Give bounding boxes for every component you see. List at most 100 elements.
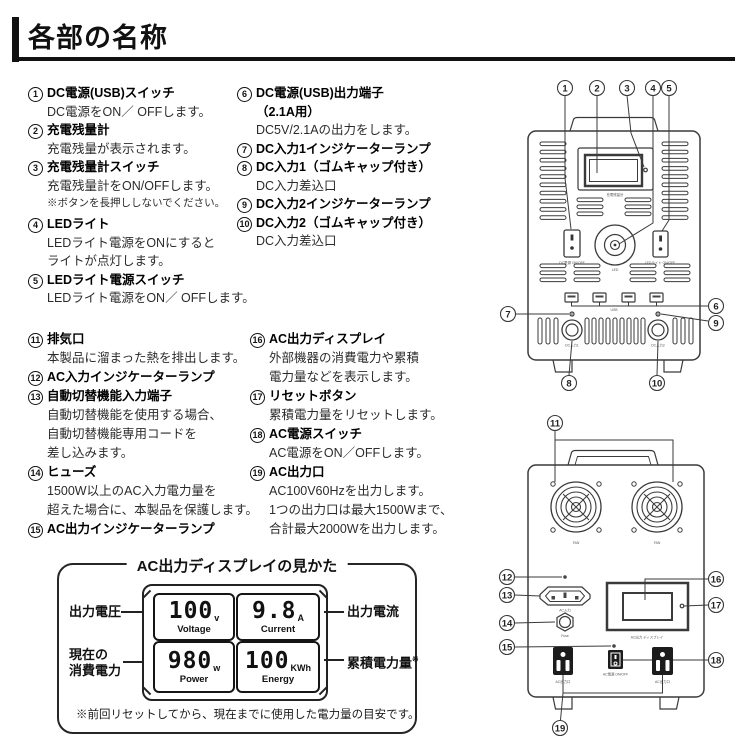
- part-item-6: 6 DC電源(USB)出力端子 （2.1A用） DC5V/2.1Aの出力をします…: [237, 84, 459, 140]
- part-desc: 電力量などを表示します。: [269, 370, 418, 384]
- voltage-leader-line: [121, 611, 142, 613]
- part-title: DC入力2（ゴムキャップ付き）: [256, 215, 432, 230]
- circled-number-8: 8: [237, 161, 252, 176]
- carry-handle: [570, 118, 658, 132]
- charge-meter-switch: [644, 168, 648, 172]
- part-title: DC入力1（ゴムキャップ付き）: [256, 160, 432, 174]
- dc-input1-indicator: [570, 312, 574, 316]
- ac-output-display-bezel: [607, 583, 688, 630]
- callout-line-19: [563, 675, 663, 693]
- part-desc: 充電残量計をON/OFFします。: [47, 178, 218, 193]
- part-desc: 外部機器の消費電力や累積: [269, 351, 420, 365]
- part-desc: 累積電力量をリセットします。: [269, 408, 443, 422]
- svg-text:14: 14: [502, 618, 513, 629]
- ac-switch-label: AC電源 ON/OFF: [603, 672, 628, 677]
- part-item-5: 5 LEDライト電源スイッチ LEDライト電源をON／ OFFします。: [28, 271, 255, 308]
- bottom-vent-grille: [537, 317, 694, 345]
- mid-vent-grille: [576, 197, 652, 217]
- front-foot-left: [553, 360, 572, 372]
- circled-number-6: 6: [237, 87, 252, 102]
- display-guide-box: AC出力ディスプレイの見かた 出力電圧 現在の 消費電力 出力電流 累積電力量※…: [57, 555, 420, 734]
- part-desc: 1つの出力口は最大1500Wまで、: [269, 503, 453, 517]
- rear-foot-right: [660, 697, 679, 709]
- callout-line-10: [657, 341, 658, 375]
- dc-input1-jack: [562, 320, 582, 340]
- power-value: 980: [167, 647, 213, 674]
- svg-text:18: 18: [711, 655, 722, 666]
- callout-line-5: [662, 96, 669, 232]
- svg-text:2: 2: [594, 83, 599, 94]
- part-desc: DC電源をON／ OFFします。: [47, 104, 212, 119]
- part-title: AC入力インジケーターランプ: [47, 370, 215, 384]
- part-desc: DC入力差込口: [256, 234, 337, 248]
- svg-text:11: 11: [550, 418, 561, 429]
- svg-text:7: 7: [505, 309, 510, 320]
- circled-number-11: 11: [28, 333, 43, 348]
- part-item-2: 2 充電残量計 充電残量が表示されます。: [28, 121, 236, 158]
- ac-outlet-left: [553, 647, 573, 675]
- svg-text:8: 8: [566, 378, 571, 389]
- part-item-7: 7 DC入力1インジケーターランプ: [237, 140, 459, 159]
- fuse: [557, 613, 573, 631]
- part-desc: 本製品に溜まった熱を排出します。: [47, 351, 246, 365]
- circled-number-3: 3: [28, 161, 43, 176]
- callout-line-9: [661, 314, 708, 321]
- svg-text:16: 16: [711, 574, 722, 585]
- exhaust-fan-left: [551, 482, 601, 532]
- part-title-2: （2.1A用）: [256, 104, 320, 119]
- part-title: 自動切替機能入力端子: [47, 389, 173, 403]
- circled-number-1: 1: [28, 87, 43, 102]
- dc-switch-label: DC電源 ON/OFF: [559, 260, 584, 265]
- part-item-12: 12 AC入力インジケーターランプ: [28, 368, 256, 387]
- part-title: LEDライト: [47, 217, 110, 231]
- parts-list-6-10: 6 DC電源(USB)出力端子 （2.1A用） DC5V/2.1Aの出力をします…: [237, 84, 459, 251]
- part-item-8: 8 DC入力1（ゴムキャップ付き） DC入力差込口: [237, 158, 459, 195]
- circled-number-5: 5: [28, 273, 43, 289]
- corner-cut: [318, 589, 328, 599]
- callout-line-8: [569, 341, 572, 375]
- part-desc: 充電残量が表示されます。: [47, 141, 196, 156]
- circled-number-19: 19: [250, 466, 265, 481]
- charge-meter-screen: [585, 155, 642, 186]
- energy-leader-line: [324, 659, 344, 661]
- display-guide-note: ※前回リセットしてから、現在までに使用した電力量の目安です。: [76, 709, 420, 721]
- ac-outlet-right: [652, 647, 673, 675]
- part-desc: 超えた場合に、本製品を保護します。: [47, 503, 258, 517]
- ac-inlet: [540, 587, 590, 605]
- lower-vent-grille: [539, 263, 691, 283]
- svg-text:19: 19: [555, 723, 566, 734]
- dc-input2-indicator: [656, 312, 660, 316]
- part-desc: LEDライト電源をONにすると: [47, 235, 216, 250]
- part-title: LEDライト電源スイッチ: [47, 272, 185, 287]
- parts-list-16-19: 16 AC出力ディスプレイ 外部機器の消費電力や累積 電力量などを表示します。 …: [250, 330, 468, 539]
- power-leader-line: [123, 661, 142, 663]
- part-desc: 1500W以上のAC入力電力量を: [47, 484, 217, 498]
- ac-input-indicator: [563, 575, 567, 579]
- svg-text:5: 5: [666, 83, 672, 94]
- led-light: [595, 225, 635, 265]
- part-title: AC出力口: [269, 465, 325, 479]
- rear-panel-diagram: FAN FAN AC入力 Fuse: [490, 408, 735, 750]
- ac-inlet-label: AC入力: [559, 608, 571, 613]
- part-title: DC電源(USB)出力端子: [256, 86, 384, 100]
- part-title: DC入力2インジケーターランプ: [256, 197, 431, 211]
- parts-list-11-15: 11 排気口 本製品に溜まった熱を排出します。 12 AC入力インジケーターラン…: [28, 330, 258, 539]
- corner-cut: [142, 686, 152, 696]
- device-body-front: [528, 131, 700, 360]
- voltage-label: 出力電圧: [69, 604, 122, 619]
- rear-foot-left: [553, 697, 572, 709]
- svg-text:6: 6: [713, 301, 718, 312]
- part-title: 充電残量計スイッチ: [47, 160, 160, 174]
- part-item-17: 17 リセットボタン 累積電力量をリセットします。: [250, 387, 468, 425]
- part-title: ヒューズ: [47, 465, 97, 479]
- circled-number-18: 18: [250, 428, 265, 443]
- dc-input2-jack: [648, 320, 668, 340]
- power-label: 現在の 消費電力: [69, 647, 122, 678]
- ac-output-display-screen: [623, 593, 672, 620]
- part-desc: AC電源をON／OFFします。: [269, 446, 429, 460]
- callout-line-13: [515, 595, 541, 596]
- device-body-rear: [528, 465, 704, 697]
- current-label: 出力電流: [347, 604, 400, 619]
